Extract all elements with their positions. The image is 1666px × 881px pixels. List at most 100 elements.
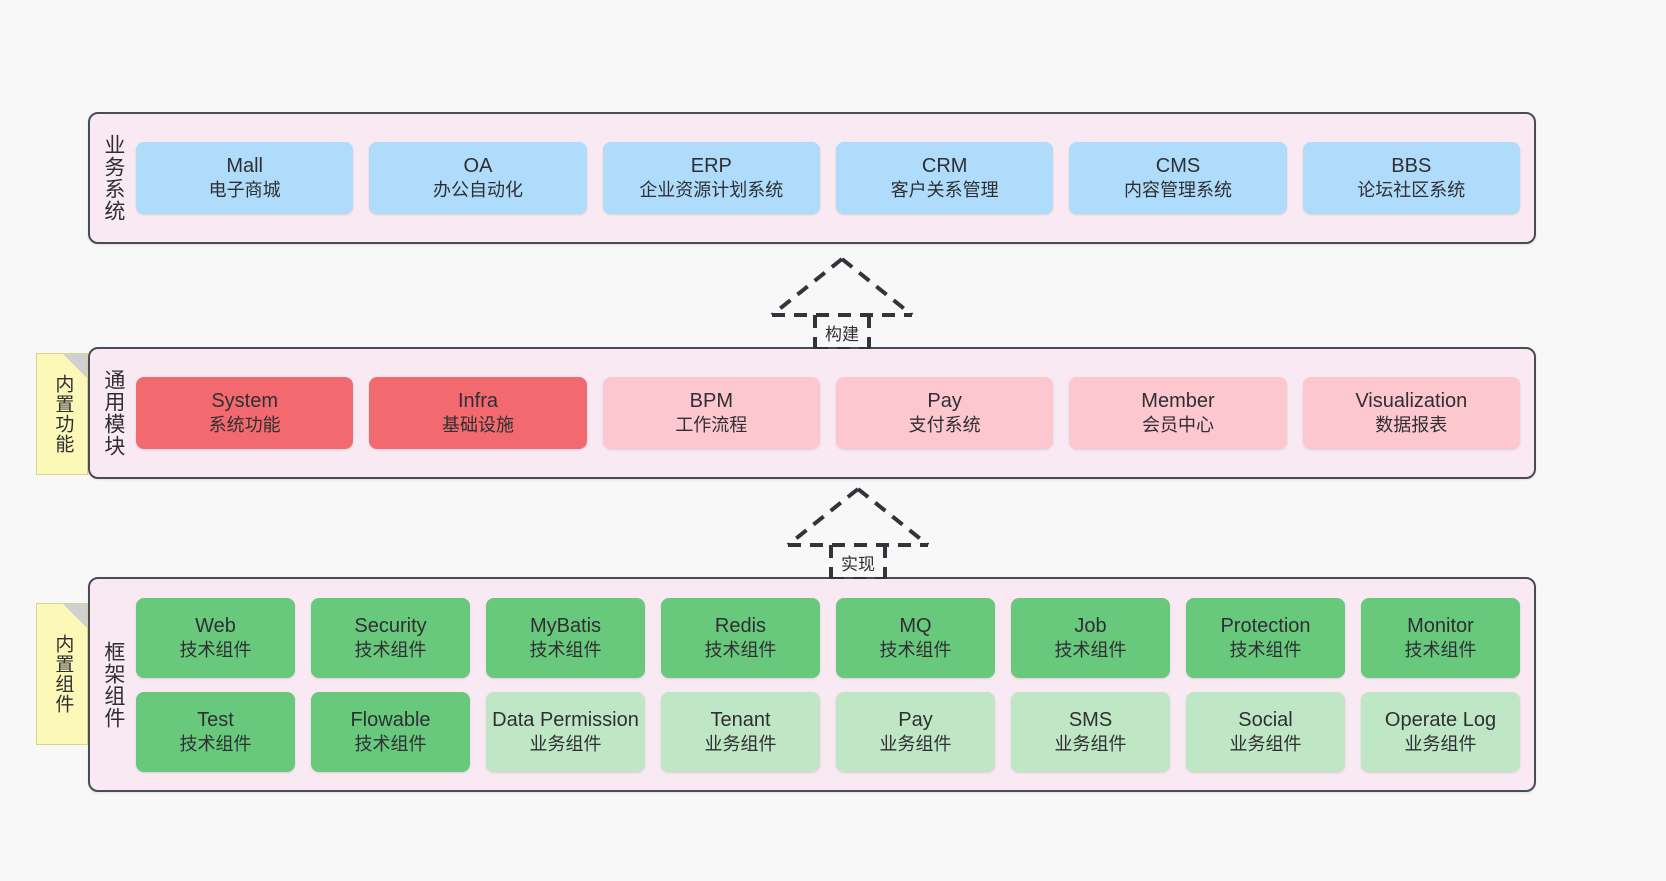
module-name: Social: [1238, 708, 1293, 731]
module-card-sms[interactable]: SMS 业务组件: [1011, 691, 1170, 772]
layer-row: Web 技术组件 Security 技术组件 MyBatis 技术组件 Redi…: [136, 597, 1520, 678]
layer-title-business-system: 业务系统: [101, 134, 125, 222]
module-card-cms[interactable]: CMS 内容管理系统: [1069, 142, 1287, 214]
module-desc: 数据报表: [1375, 415, 1448, 436]
module-card-visualization[interactable]: Visualization 数据报表: [1302, 377, 1520, 449]
module-name: Job: [1074, 614, 1107, 637]
module-desc: 技术组件: [704, 639, 777, 660]
module-name: ERP: [690, 155, 732, 178]
module-desc: 业务组件: [1054, 733, 1127, 754]
module-desc: 技术组件: [529, 639, 602, 660]
module-card-member[interactable]: Member 会员中心: [1069, 377, 1287, 449]
module-desc: 技术组件: [354, 639, 427, 660]
module-card-mybatis[interactable]: MyBatis 技术组件: [486, 597, 645, 678]
module-card-monitor[interactable]: Monitor 技术组件: [1361, 597, 1520, 678]
module-name: Data Permission: [492, 708, 639, 731]
module-card-erp[interactable]: ERP 企业资源计划系统: [602, 142, 820, 214]
layer-row: Mall 电子商城 OA 办公自动化 ERP 企业资源计划系统 CRM 客户关系…: [136, 142, 1520, 214]
module-card-security[interactable]: Security 技术组件: [311, 597, 470, 678]
module-name: Pay: [927, 390, 962, 413]
module-card-oa[interactable]: OA 办公自动化: [369, 142, 587, 214]
module-card-job[interactable]: Job 技术组件: [1011, 597, 1170, 678]
module-card-tenant[interactable]: Tenant 业务组件: [661, 691, 820, 772]
module-card-pay-business[interactable]: Pay 业务组件: [836, 691, 995, 772]
module-name: Infra: [457, 390, 498, 413]
module-card-web[interactable]: Web 技术组件: [136, 597, 295, 678]
module-name: Monitor: [1407, 614, 1474, 637]
module-desc: 技术组件: [354, 733, 427, 754]
layer-body-business-system: Mall 电子商城 OA 办公自动化 ERP 企业资源计划系统 CRM 客户关系…: [136, 114, 1534, 242]
module-name: Web: [195, 614, 236, 637]
module-card-social[interactable]: Social 业务组件: [1186, 691, 1345, 772]
module-card-system[interactable]: System 系统功能: [136, 377, 354, 449]
module-desc: 技术组件: [1404, 639, 1477, 660]
module-desc: 内容管理系统: [1123, 180, 1232, 201]
layer-title-common-module: 通用模块: [101, 369, 125, 457]
connector-label-build: 构建: [825, 325, 859, 344]
module-desc: 办公自动化: [432, 180, 523, 201]
module-desc: 业务组件: [879, 733, 952, 754]
module-card-test[interactable]: Test 技术组件: [136, 691, 295, 772]
module-name: OA: [463, 155, 493, 178]
module-card-redis[interactable]: Redis 技术组件: [661, 597, 820, 678]
module-card-protection[interactable]: Protection 技术组件: [1186, 597, 1345, 678]
layer-title-framework-component: 框架组件: [101, 640, 125, 729]
sticky-note-label: 内置功能: [52, 374, 74, 454]
layer-business-system: 业务系统 Mall 电子商城 OA 办公自动化 ERP 企业资源计划系统 CRM…: [88, 112, 1536, 244]
connector-label-implement: 实现: [841, 555, 875, 574]
module-card-bbs[interactable]: BBS 论坛社区系统: [1302, 142, 1520, 214]
module-desc: 技术组件: [179, 639, 252, 660]
module-desc: 业务组件: [1229, 733, 1302, 754]
module-desc: 技术组件: [879, 639, 952, 660]
module-name: BPM: [689, 390, 733, 413]
module-name: Security: [354, 614, 427, 637]
module-card-mall[interactable]: Mall 电子商城: [136, 142, 354, 214]
module-card-data-permission[interactable]: Data Permission 业务组件: [486, 691, 645, 772]
module-desc: 系统功能: [208, 415, 281, 436]
module-desc: 技术组件: [179, 733, 252, 754]
sticky-note-builtin-function[interactable]: 内置功能: [36, 353, 88, 475]
module-name: Redis: [714, 614, 767, 637]
module-desc: 业务组件: [1404, 733, 1477, 754]
module-name: Pay: [898, 708, 933, 731]
module-desc: 业务组件: [704, 733, 777, 754]
module-card-bpm[interactable]: BPM 工作流程: [602, 377, 820, 449]
connector-build: 构建: [752, 253, 932, 349]
module-card-infra[interactable]: Infra 基础设施: [369, 377, 587, 449]
module-desc: 业务组件: [529, 733, 602, 754]
module-desc: 论坛社区系统: [1357, 180, 1466, 201]
note-fold-corner-icon: [63, 604, 87, 628]
module-card-flowable[interactable]: Flowable 技术组件: [311, 691, 470, 772]
module-name: System: [211, 390, 278, 413]
module-card-mq[interactable]: MQ 技术组件: [836, 597, 995, 678]
module-card-pay[interactable]: Pay 支付系统: [835, 377, 1054, 449]
connector-implement: 实现: [768, 483, 948, 579]
module-desc: 工作流程: [675, 415, 748, 436]
module-name: CMS: [1155, 155, 1201, 178]
layer-framework-component: 框架组件 Web 技术组件 Security 技术组件 MyBatis 技术组件…: [88, 577, 1536, 792]
module-name: MyBatis: [529, 614, 602, 637]
module-name: Test: [197, 708, 234, 731]
module-desc: 基础设施: [441, 415, 514, 436]
module-desc: 支付系统: [908, 415, 981, 436]
module-name: MQ: [899, 614, 932, 637]
module-desc: 技术组件: [1054, 639, 1127, 660]
module-name: Tenant: [710, 708, 771, 731]
module-name: Visualization: [1355, 390, 1468, 413]
module-desc: 技术组件: [1229, 639, 1302, 660]
module-name: Operate Log: [1384, 708, 1497, 731]
module-card-crm[interactable]: CRM 客户关系管理: [835, 142, 1054, 214]
module-card-operate-log[interactable]: Operate Log 业务组件: [1361, 691, 1520, 772]
implement-arrow-icon: [786, 487, 930, 579]
layer-row: System 系统功能 Infra 基础设施 BPM 工作流程 Pay 支付系统…: [136, 377, 1520, 449]
module-desc: 电子商城: [208, 180, 281, 201]
note-fold-corner-icon: [63, 354, 87, 378]
sticky-note-builtin-component[interactable]: 内置组件: [36, 603, 88, 745]
module-desc: 会员中心: [1141, 415, 1214, 436]
layer-body-common-module: System 系统功能 Infra 基础设施 BPM 工作流程 Pay 支付系统…: [136, 349, 1534, 477]
module-desc: 客户关系管理: [890, 180, 999, 201]
module-name: Mall: [226, 155, 263, 178]
module-name: BBS: [1391, 155, 1432, 178]
layer-row: Test 技术组件 Flowable 技术组件 Data Permission …: [136, 691, 1520, 772]
module-name: Flowable: [350, 708, 431, 731]
